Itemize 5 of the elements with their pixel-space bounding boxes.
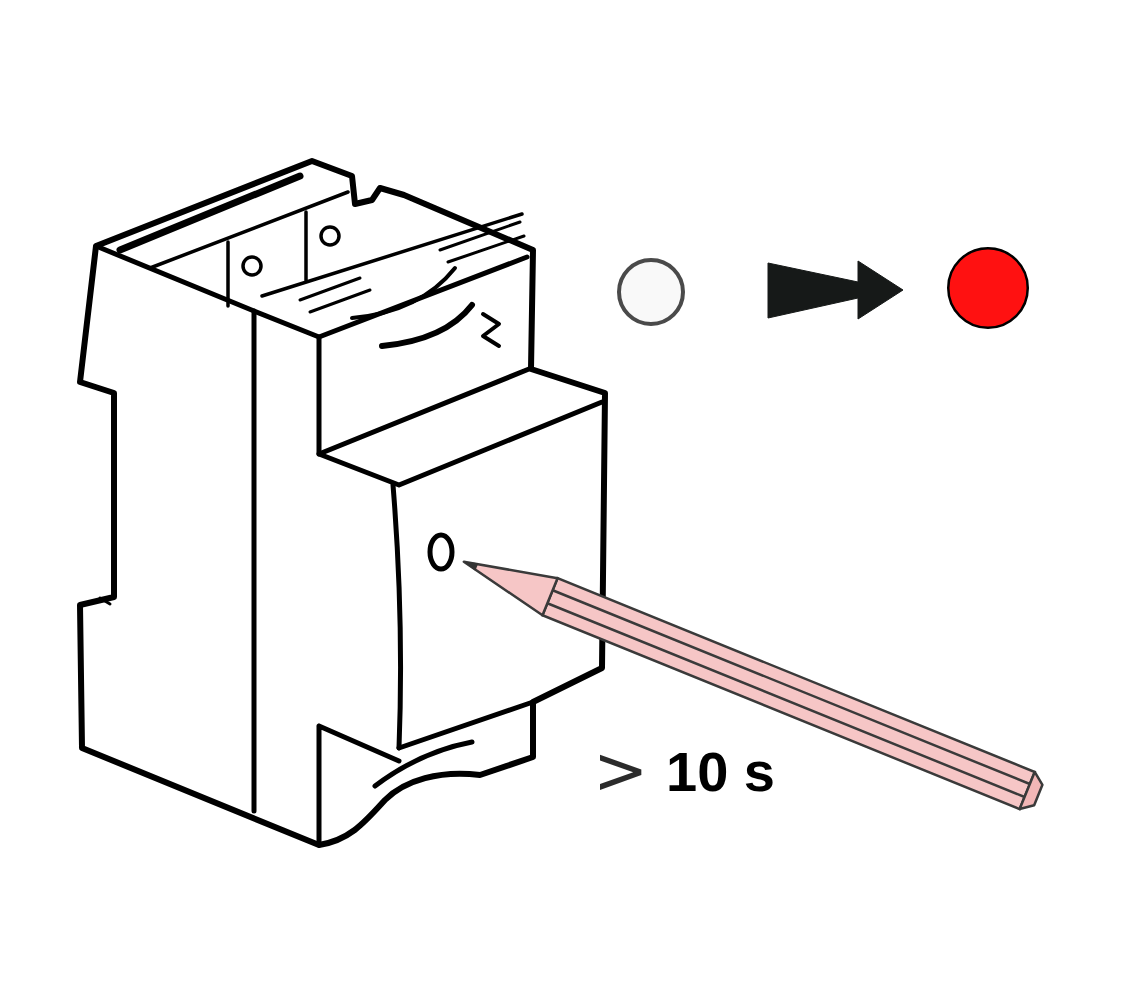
duration-label: 10 s [666,744,775,800]
indicator-on [947,247,1029,329]
arrow [767,260,904,320]
indicator-off [617,258,685,326]
greater-than-sign: > [593,738,649,804]
